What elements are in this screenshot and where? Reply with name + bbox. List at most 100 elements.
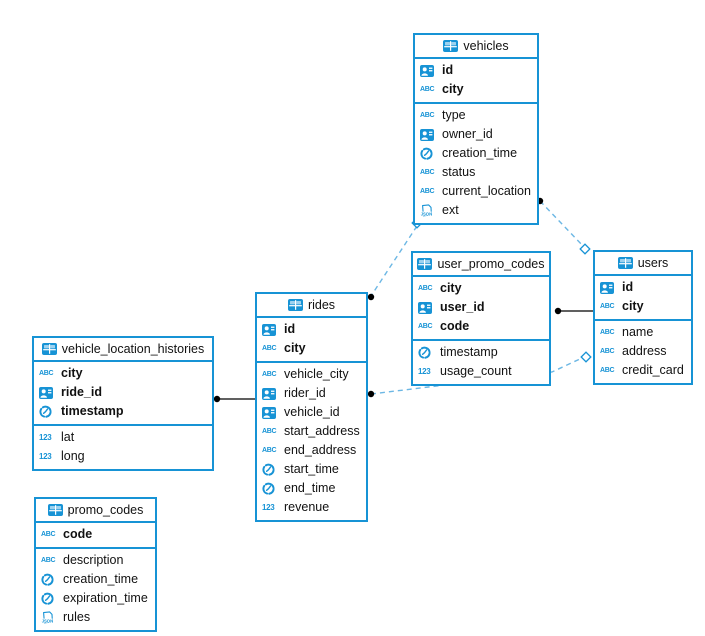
text-type-icon: ABC	[262, 371, 277, 378]
svg-text:JSON: JSON	[421, 211, 432, 216]
column-row[interactable]: expiration_time	[36, 589, 155, 608]
text-type-icon: ABC	[262, 345, 277, 352]
relation-dot	[554, 307, 562, 315]
table-header[interactable]: promo_codes	[36, 499, 155, 523]
table-header[interactable]: vehicles	[415, 35, 537, 59]
key-row[interactable]: id	[257, 320, 366, 339]
id-badge-icon	[262, 406, 280, 419]
text-type-icon: ABC	[600, 329, 615, 336]
table-title: promo_codes	[67, 503, 144, 517]
column-row[interactable]: start_time	[257, 460, 366, 479]
column-name: city	[622, 299, 644, 313]
relation-user_promo_codes-users[interactable]	[554, 307, 593, 315]
table-header[interactable]: users	[595, 252, 691, 276]
column-row[interactable]: JSON rules	[36, 608, 155, 627]
number-type-icon: 123	[39, 432, 52, 442]
text-type-icon: ABC	[420, 112, 435, 119]
text-type-icon: ABC	[41, 557, 56, 564]
key-row[interactable]: timestamp	[34, 402, 212, 421]
key-row[interactable]: ride_id	[34, 383, 212, 402]
text-type-icon: ABC	[420, 86, 435, 93]
relation-vehicles-users[interactable]	[536, 197, 591, 255]
key-row[interactable]: id	[415, 61, 537, 80]
column-row[interactable]: creation_time	[415, 144, 537, 163]
column-name: timestamp	[61, 404, 124, 418]
column-row[interactable]: creation_time	[36, 570, 155, 589]
column-row[interactable]: end_time	[257, 479, 366, 498]
table-icon	[443, 40, 459, 52]
clock-icon	[41, 592, 59, 605]
table-header[interactable]: rides	[257, 294, 366, 318]
json-icon: JSON	[420, 204, 438, 217]
table-title: vehicle_location_histories	[61, 342, 205, 356]
column-name: vehicle_city	[284, 367, 349, 381]
table-icon	[617, 257, 633, 269]
id-badge-icon	[39, 386, 57, 399]
column-row[interactable]: vehicle_id	[257, 403, 366, 422]
column-name: rules	[63, 610, 91, 624]
clock-icon	[418, 346, 436, 359]
table-header[interactable]: user_promo_codes	[413, 253, 549, 277]
key-row[interactable]: id	[595, 278, 691, 297]
column-name: id	[442, 63, 454, 77]
text-type-icon: ABC	[420, 188, 435, 195]
column-name: code	[440, 319, 470, 333]
text-type-icon: ABC	[600, 367, 615, 374]
column-row[interactable]: owner_id	[415, 125, 537, 144]
column-row[interactable]: rider_id	[257, 384, 366, 403]
table-header[interactable]: vehicle_location_histories	[34, 338, 212, 362]
column-name: creation_time	[63, 572, 139, 586]
json-icon: JSON	[41, 611, 59, 624]
key-row[interactable]: user_id	[413, 298, 549, 317]
relation-diamond	[580, 351, 592, 363]
text-type-icon: ABC	[262, 447, 277, 454]
relation-dot	[367, 293, 375, 301]
clock-icon	[39, 405, 57, 418]
relation-vehicle_location_histories-rides[interactable]	[213, 395, 255, 403]
key-row[interactable]: ABC code	[36, 525, 155, 544]
table-icon	[47, 504, 63, 516]
column-name: type	[442, 108, 466, 122]
clock-icon	[262, 463, 280, 476]
column-row[interactable]: ABC vehicle_city	[257, 365, 366, 384]
column-row[interactable]: timestamp	[413, 343, 549, 362]
column-name: code	[63, 527, 93, 541]
text-type-icon: ABC	[41, 531, 56, 538]
relation-dot	[367, 390, 375, 398]
column-row[interactable]: ABC type	[415, 106, 537, 125]
relation-diamond	[579, 243, 591, 255]
